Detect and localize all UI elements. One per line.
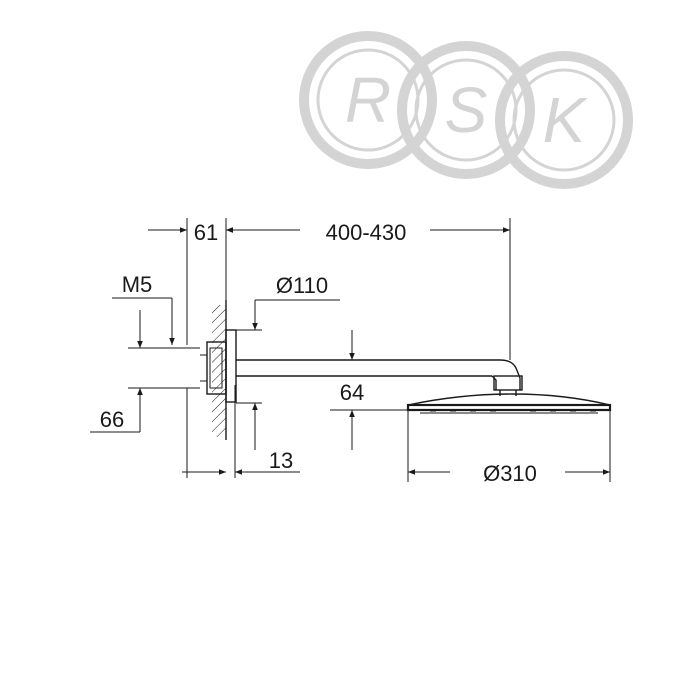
dimension-64: 64	[330, 330, 408, 450]
dimension-m5: M5	[112, 272, 175, 345]
dimension-400-430: 400-430	[226, 220, 510, 245]
watermark-ring-r: R	[299, 31, 437, 169]
wall	[212, 300, 227, 440]
dimension-66: 66	[90, 310, 160, 433]
watermark-ring-k: K	[495, 51, 633, 189]
dimension-label-13: 13	[269, 448, 293, 473]
dimension-diameter-310: Ø310	[408, 461, 610, 486]
dimension-13: 13	[182, 448, 300, 475]
dimension-diameter-110: Ø110	[236, 273, 340, 450]
shower-arm	[236, 359, 523, 396]
watermark-letter-s: S	[445, 74, 488, 146]
wall-hatching	[212, 305, 226, 437]
dimension-label-61: 61	[194, 220, 218, 245]
dimension-label-m5: M5	[122, 272, 153, 297]
dimension-label-64: 64	[340, 380, 364, 405]
dimension-61: 61	[148, 220, 250, 245]
dimension-label-66: 66	[100, 407, 124, 432]
rsk-watermark: R S K	[299, 31, 633, 189]
shower-head	[406, 393, 612, 414]
watermark-letter-r: R	[345, 64, 391, 136]
dimension-label-diameter-110: Ø110	[276, 273, 328, 298]
dimension-label-diameter-310: Ø310	[483, 461, 537, 486]
extension-lines	[186, 218, 611, 482]
watermark-letter-k: K	[543, 84, 589, 156]
wall-flange	[160, 329, 237, 403]
dimension-label-400-430: 400-430	[326, 220, 407, 245]
watermark-ring-s: S	[397, 41, 535, 179]
